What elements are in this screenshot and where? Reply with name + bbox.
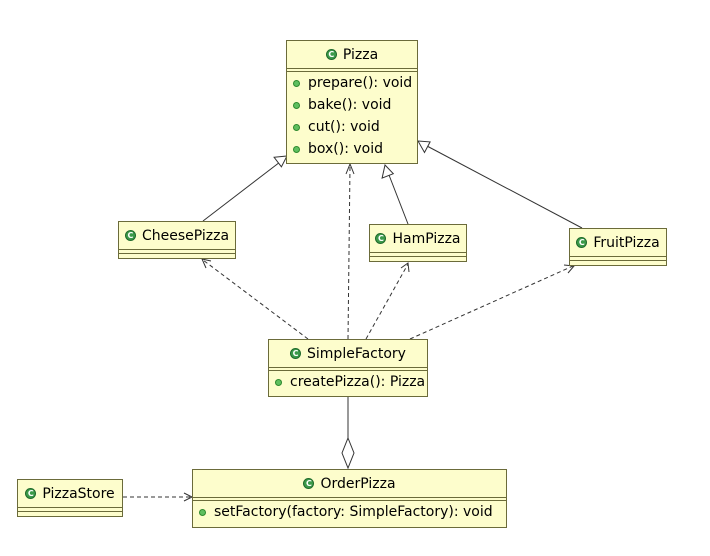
operation-bake: bake(): void — [287, 94, 417, 116]
dependency-simplefactory-pizza — [345, 162, 355, 340]
class-c-icon: C — [303, 478, 315, 489]
class-header: C CheesePizza — [119, 222, 235, 250]
class-c-icon: C — [375, 233, 387, 244]
operation-label: createPizza(): Pizza — [290, 374, 426, 390]
class-name: OrderPizza — [320, 475, 396, 492]
class-name: CheesePizza — [141, 227, 230, 244]
class-header: C HamPizza — [370, 225, 466, 253]
class-header: C FruitPizza — [570, 229, 666, 257]
public-method-icon — [275, 378, 282, 386]
dependency-simplefactory-hampizza — [365, 262, 410, 340]
public-method-icon — [199, 508, 206, 516]
attributes-compartment — [119, 250, 235, 254]
operation-prepare: prepare(): void — [287, 72, 417, 94]
class-header: C SimpleFactory — [269, 340, 427, 368]
operation-label: cut(): void — [308, 119, 380, 135]
attributes-compartment — [287, 69, 417, 72]
dependency-pizzastore-orderpizza — [123, 492, 194, 502]
operations-compartment: setFactory(factory: SimpleFactory): void — [193, 501, 506, 523]
class-header: C PizzaStore — [18, 480, 122, 508]
class-header: C OrderPizza — [193, 470, 506, 498]
class-fruitpizza[interactable]: C FruitPizza — [569, 228, 667, 266]
public-method-icon — [293, 79, 300, 87]
operation-setfactory: setFactory(factory: SimpleFactory): void — [193, 501, 506, 523]
class-name: HamPizza — [392, 230, 461, 247]
public-method-icon — [293, 101, 300, 109]
dependency-simplefactory-fruitpizza — [409, 264, 576, 340]
operation-label: box(): void — [308, 141, 384, 157]
operation-label: setFactory(factory: SimpleFactory): void — [214, 504, 493, 520]
class-c-icon: C — [25, 488, 37, 499]
attributes-compartment — [269, 368, 427, 371]
class-pizza[interactable]: C Pizza prepare(): void bake(): void cut… — [286, 40, 418, 164]
generalization-cheesepizza-pizza — [202, 155, 288, 222]
attributes-compartment — [570, 257, 666, 261]
class-header: C Pizza — [287, 41, 417, 69]
attributes-compartment — [18, 508, 122, 512]
class-name: Pizza — [342, 46, 379, 63]
operations-compartment: createPizza(): Pizza — [269, 371, 427, 393]
operations-compartment: prepare(): void bake(): void cut(): void… — [287, 72, 417, 160]
operation-createpizza: createPizza(): Pizza — [269, 371, 427, 393]
operation-label: bake(): void — [308, 97, 392, 113]
class-name: PizzaStore — [42, 485, 115, 502]
operation-label: prepare(): void — [308, 75, 413, 91]
class-c-icon: C — [290, 348, 302, 359]
class-c-icon: C — [576, 237, 588, 248]
class-name: FruitPizza — [593, 234, 660, 251]
attributes-compartment — [370, 253, 466, 257]
attributes-compartment — [193, 498, 506, 501]
public-method-icon — [293, 123, 300, 131]
generalization-hampizza-pizza — [381, 163, 409, 225]
class-c-icon: C — [124, 230, 136, 241]
class-c-icon: C — [325, 49, 337, 60]
generalization-fruitpizza-pizza — [417, 140, 583, 229]
class-cheesepizza[interactable]: C CheesePizza — [118, 221, 236, 259]
class-name: SimpleFactory — [307, 345, 406, 362]
public-method-icon — [293, 145, 300, 153]
aggregation-simplefactory-orderpizza — [341, 397, 355, 470]
operation-box: box(): void — [287, 138, 417, 160]
class-pizzastore[interactable]: C PizzaStore — [17, 479, 123, 517]
class-hampizza[interactable]: C HamPizza — [369, 224, 467, 262]
operation-cut: cut(): void — [287, 116, 417, 138]
class-orderpizza[interactable]: C OrderPizza setFactory(factory: SimpleF… — [192, 469, 507, 528]
dependency-simplefactory-cheesepizza — [201, 258, 309, 340]
class-simplefactory[interactable]: C SimpleFactory createPizza(): Pizza — [268, 339, 428, 397]
